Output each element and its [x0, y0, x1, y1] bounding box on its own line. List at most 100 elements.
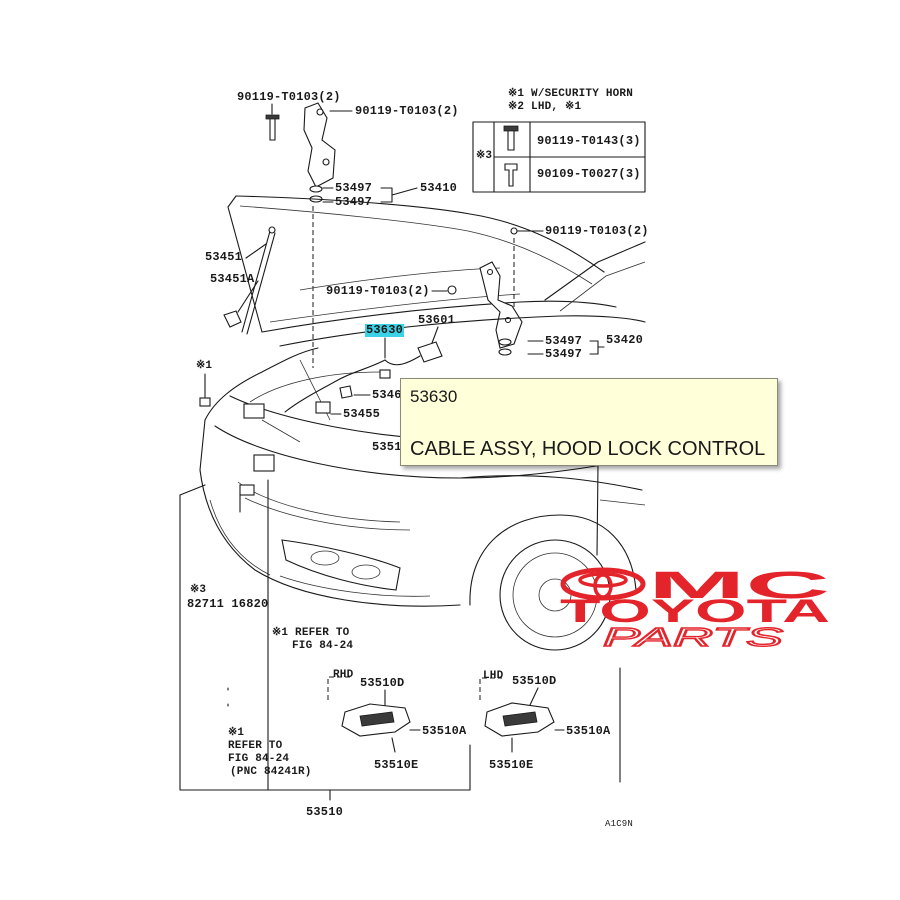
tooltip-part-description: CABLE ASSY, HOOD LOCK CONTROL	[410, 438, 766, 460]
engine-bay-lines	[249, 359, 381, 443]
note-refer-to: ※1 REFER TO	[272, 627, 350, 639]
left-fender-top	[204, 347, 319, 421]
part-callout-90119-t0103[interactable]: 90119-T0103(2)	[237, 90, 341, 104]
leader-washer	[322, 187, 334, 203]
note-pnc: (PNC 84241R)	[230, 766, 312, 778]
part-callout-53497[interactable]: 53497	[335, 195, 373, 209]
wheel-arch	[469, 514, 637, 606]
engine-bay-component	[243, 403, 265, 419]
part-callout-90119-t0103[interactable]: 90119-T0103(2)	[326, 284, 430, 298]
hinge-bolt-hole	[316, 108, 324, 116]
hood-inner-edge	[239, 205, 593, 285]
part-callout-53510d-rhd[interactable]: 53510D	[360, 676, 405, 690]
part-callout-90119-t0103[interactable]: 90119-T0103(2)	[355, 104, 459, 118]
hood-lock-rhd-latch	[359, 711, 395, 727]
part-tooltip: 53630 CABLE ASSY, HOOD LOCK CONTROL	[400, 378, 778, 466]
table-row-fastener[interactable]: 90119-T0143(3)	[537, 134, 641, 148]
note-refer-to: REFER TO	[228, 740, 283, 752]
hood-lock-cable	[284, 359, 386, 413]
cable-connector	[379, 369, 391, 379]
part-callout-53497[interactable]: 53497	[335, 181, 373, 195]
part-callout-53510e-lhd[interactable]: 53510E	[489, 758, 534, 772]
part-callout-53601[interactable]: 53601	[418, 313, 456, 327]
part-callout-53410[interactable]: 53410	[420, 181, 458, 195]
bracket-53410	[380, 187, 418, 203]
bumper-inner	[209, 499, 271, 576]
wheel-rim	[512, 552, 598, 638]
hood-lock-assembly-group	[179, 479, 621, 801]
screw-icon	[504, 163, 518, 187]
engine-bay-component	[239, 484, 255, 496]
group-bracket-top	[179, 484, 206, 496]
leaders-rhd-lock	[384, 689, 421, 753]
figure-code: A1C9N	[605, 819, 634, 829]
hood-closing-line	[214, 425, 603, 479]
part-callout-53420[interactable]: 53420	[606, 333, 644, 347]
note-security-horn: ※1 W/SECURITY HORN	[508, 88, 634, 100]
bolt-head-icon	[503, 125, 519, 132]
part-callout-82711[interactable]: 82711 16820	[187, 597, 269, 611]
hinge-bracket-right	[479, 261, 523, 349]
hinge-bracket-left	[303, 102, 336, 188]
part-callout-53460[interactable]: 53460	[372, 388, 410, 402]
part-callout-53497[interactable]: 53497	[545, 347, 583, 361]
part-callout-53510a-lhd[interactable]: 53510A	[566, 724, 611, 738]
hood-outer-edge	[235, 195, 605, 273]
tooltip-part-number: 53630	[410, 387, 458, 406]
bolt-top-left	[269, 117, 276, 141]
leader-washer-right	[527, 340, 544, 355]
hood-panel	[227, 195, 617, 333]
hood-rear-edge	[261, 300, 617, 333]
table-mark: ※3	[476, 150, 493, 162]
part-callout-53455[interactable]: 53455	[343, 407, 381, 421]
cable-clip-53460	[339, 385, 353, 399]
grille	[237, 481, 411, 531]
hood-frame-line	[299, 267, 501, 291]
part-callout-53497[interactable]: 53497	[545, 334, 583, 348]
hood-lock-cable	[384, 355, 421, 366]
hood-cushion-53455	[315, 401, 331, 414]
note-refer-fig[interactable]: FIG 84-24	[292, 640, 354, 652]
note-mark: ※1	[228, 727, 245, 739]
group-bracket-53510	[179, 494, 471, 791]
note-mark: ※3	[190, 584, 207, 596]
hood-hinge-left	[265, 102, 418, 368]
hood-support-rod	[223, 226, 276, 335]
leaders-lhd-lock	[511, 687, 565, 753]
leader-support-rod	[237, 243, 267, 313]
windshield-edge	[559, 261, 646, 312]
note-mark: ※1	[196, 360, 213, 372]
note-refer-fig[interactable]: FIG 84-24	[228, 753, 290, 765]
hinge-bolt-hole	[322, 158, 330, 166]
lower-intake	[279, 575, 431, 597]
part-callout-53510e-rhd[interactable]: 53510E	[374, 758, 419, 772]
note-lhd-box: LHD	[483, 670, 504, 682]
wheel-hub	[538, 578, 572, 612]
tire	[499, 539, 611, 651]
leader-53601	[431, 326, 439, 344]
part-callout-53630-highlighted[interactable]: 53630	[365, 323, 405, 337]
hood-rear-inner	[269, 293, 521, 323]
part-callout-90119-t0103[interactable]: 90119-T0103(2)	[545, 224, 649, 238]
right-fender-top	[459, 475, 643, 491]
part-callout-53510a-rhd[interactable]: 53510A	[422, 724, 467, 738]
hood-hinge-right	[431, 227, 605, 356]
part-callout-53451[interactable]: 53451	[205, 250, 243, 264]
security-horn-part	[199, 397, 211, 407]
a-pillar	[544, 241, 646, 301]
table-row-fastener[interactable]: 90109-T0027(3)	[537, 167, 641, 181]
hinge-bolt-hole	[486, 268, 494, 276]
support-rod	[241, 230, 276, 335]
bolt-head-top-left	[265, 114, 280, 120]
part-callout-53451a[interactable]: 53451A	[210, 272, 255, 286]
lhd-dashed-box	[479, 677, 502, 700]
door-edge	[596, 464, 599, 556]
part-callout-53510[interactable]: 53510	[306, 805, 344, 819]
headlight	[281, 539, 401, 591]
bolt-right	[510, 227, 518, 235]
part-callout-53510d-lhd[interactable]: 53510D	[512, 674, 557, 688]
hood-lock-lever-53601	[417, 341, 443, 363]
bolt-center	[447, 285, 457, 295]
part-callout-5351[interactable]: 5351	[372, 440, 402, 454]
